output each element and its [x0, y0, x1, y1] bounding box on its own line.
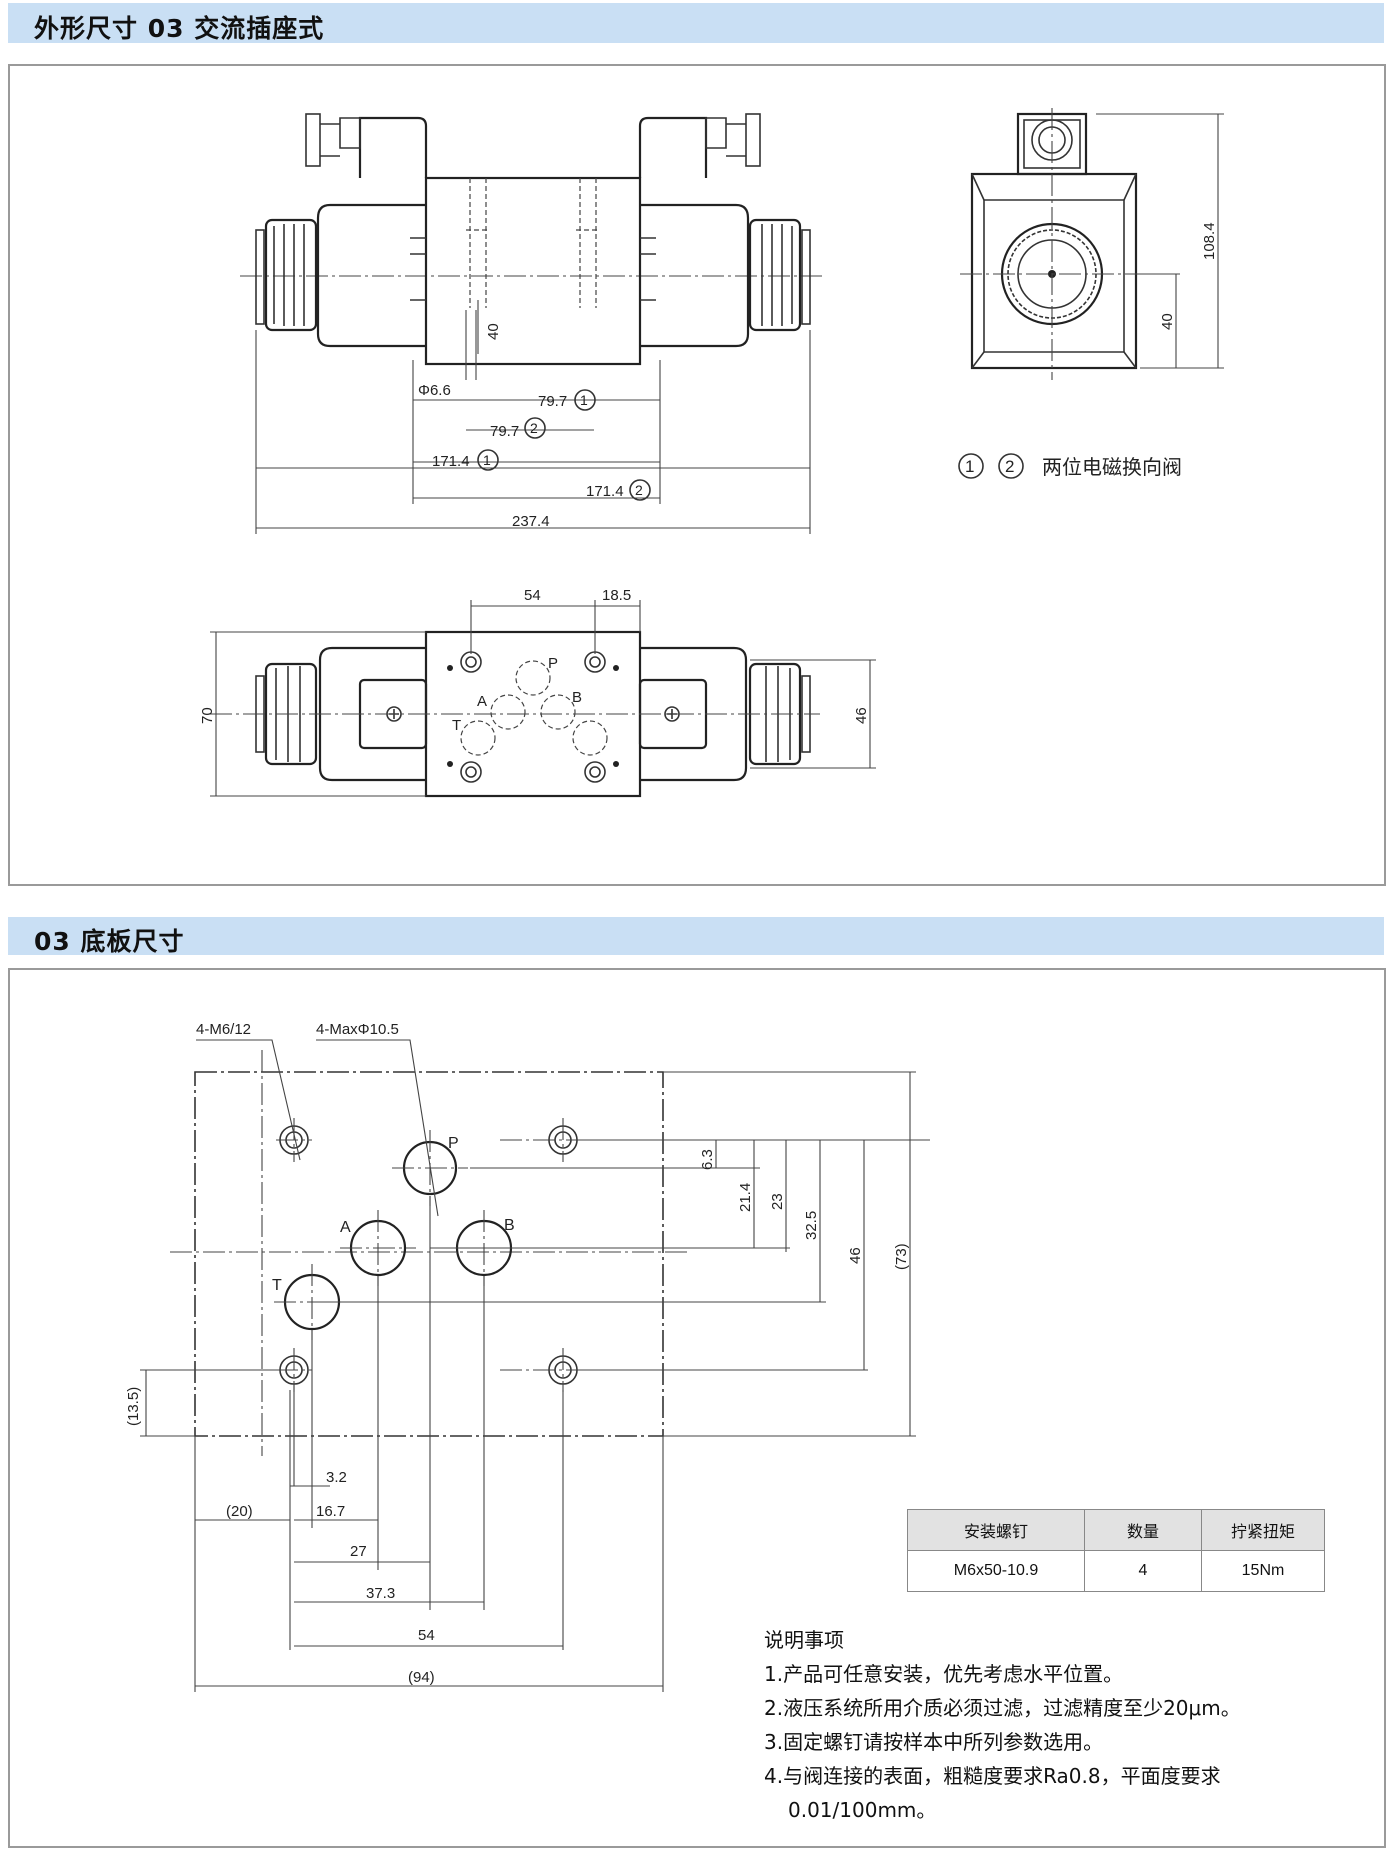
- dim-label: 37.3: [366, 1585, 395, 1602]
- dim-label: 171.4: [586, 483, 624, 500]
- circled-number: 2: [530, 420, 538, 436]
- table-cell: 15Nm: [1201, 1550, 1325, 1592]
- dim-label: 237.4: [512, 513, 550, 530]
- port-label: A: [477, 693, 487, 710]
- dim-label: 171.4: [432, 453, 470, 470]
- dim-label: 54: [418, 1627, 435, 1644]
- note-item: 0.01/100mm。: [788, 1798, 937, 1822]
- note-item: 4.与阀连接的表面，粗糙度要求Ra0.8，平面度要求: [764, 1764, 1221, 1788]
- front-view: 40 Φ6.6 79.7 1 79.7 2 171.4 1 171.4 2 23…: [240, 113, 822, 534]
- top-view: P A B T 54 18.5 70 46: [199, 587, 876, 798]
- circled-number: 2: [635, 482, 643, 498]
- dim-label: 40: [485, 323, 502, 340]
- circled-number: 1: [483, 452, 491, 468]
- dim-label: Φ6.6: [418, 382, 451, 399]
- callout-label: 4-MaxΦ10.5: [316, 1021, 399, 1038]
- notes-title: 说明事项: [764, 1628, 844, 1652]
- port-label: T: [272, 1277, 282, 1294]
- legend: 1 2 两位电磁换向阀: [958, 453, 1182, 479]
- section-header-dimensions: 外形尺寸 03 交流插座式: [8, 3, 1384, 43]
- dim-label: 32.5: [803, 1211, 820, 1240]
- dim-label: 70: [199, 707, 216, 724]
- port-label: A: [340, 1219, 351, 1236]
- table-header-row: 安装螺钉 数量 拧紧扭矩: [907, 1509, 1325, 1551]
- dim-label: (13.5): [125, 1387, 142, 1426]
- spec-table: 安装螺钉 数量 拧紧扭矩 M6x50-10.9 4 15Nm: [907, 1509, 1325, 1592]
- dim-label: 79.7: [490, 423, 519, 440]
- dim-label: 79.7: [538, 393, 567, 410]
- dim-label: (94): [408, 1669, 435, 1686]
- table-header: 安装螺钉: [907, 1509, 1085, 1551]
- table-cell: M6x50-10.9: [907, 1550, 1085, 1592]
- note-item: 2.液压系统所用介质必须过滤，过滤精度至少20μm。: [764, 1696, 1241, 1720]
- dim-label: 108.4: [1201, 222, 1218, 260]
- note-item: 1.产品可任意安装，优先考虑水平位置。: [764, 1662, 1124, 1686]
- circled-number: 2: [1005, 457, 1014, 476]
- dim-label: 21.4: [737, 1183, 754, 1212]
- dim-label: 6.3: [699, 1149, 716, 1170]
- section-title: 03 底板尺寸: [34, 927, 185, 956]
- circled-number: 1: [580, 392, 588, 408]
- circled-number: 1: [965, 457, 974, 476]
- dim-label: (20): [226, 1503, 253, 1520]
- section-header-subplate: 03 底板尺寸: [8, 917, 1384, 956]
- callout-label: 4-M6/12: [196, 1021, 251, 1038]
- dim-label: 3.2: [326, 1469, 347, 1486]
- port-label: T: [452, 717, 461, 734]
- dim-label: 46: [853, 707, 870, 724]
- table-cell: 4: [1084, 1550, 1202, 1592]
- port-label: B: [504, 1217, 515, 1234]
- subplate-drawing-panel: [8, 968, 1386, 1848]
- dim-label: 23: [769, 1193, 786, 1210]
- legend-text: 两位电磁换向阀: [1042, 455, 1182, 479]
- dim-label: (73): [893, 1243, 910, 1270]
- note-item: 3.固定螺钉请按样本中所列参数选用。: [764, 1730, 1104, 1754]
- port-label: P: [448, 1135, 459, 1152]
- dim-label: 46: [847, 1247, 864, 1264]
- dim-label: 16.7: [316, 1503, 345, 1520]
- section-title: 外形尺寸 03 交流插座式: [34, 14, 325, 43]
- table-header: 拧紧扭矩: [1201, 1509, 1325, 1551]
- notes: 说明事项 1.产品可任意安装，优先考虑水平位置。 2.液压系统所用介质必须过滤，…: [764, 1623, 1241, 1827]
- dim-label: 27: [350, 1543, 367, 1560]
- port-label: B: [572, 689, 582, 706]
- port-label: P: [548, 655, 558, 672]
- dim-label: 54: [524, 587, 541, 604]
- dim-label: 40: [1159, 313, 1176, 330]
- dim-label: 18.5: [602, 587, 631, 604]
- subplate-drawing: P A B T 4-M6/12 4-MaxΦ10.5 6.3 21.4 23 3…: [125, 1021, 930, 1692]
- table-header: 数量: [1084, 1509, 1202, 1551]
- table-row: M6x50-10.9 4 15Nm: [907, 1550, 1325, 1592]
- side-view: 108.4 40: [960, 108, 1224, 380]
